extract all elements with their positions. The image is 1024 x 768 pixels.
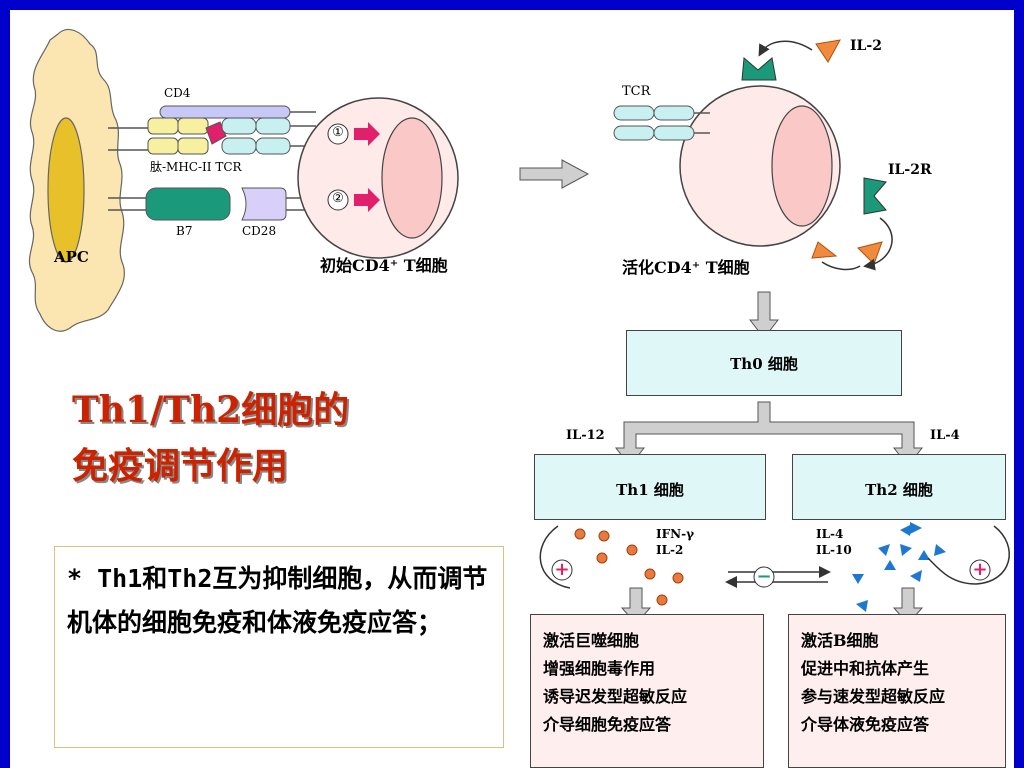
- th0-label: Th0 细胞: [730, 355, 798, 373]
- th1-box: Th1 细胞: [534, 454, 766, 520]
- th2-cytokine-il4: IL-4: [816, 527, 844, 541]
- cd4-label: CD4: [164, 86, 191, 100]
- th1-effect-item: 介导细胞免疫应答: [543, 715, 672, 734]
- apc-nucleus: [47, 117, 85, 263]
- signal2-arrow: [354, 188, 380, 212]
- th2-effect-item: 介导体液免疫应答: [801, 715, 930, 734]
- cd4-molecule: [159, 105, 291, 119]
- b7-label: B7: [176, 224, 193, 238]
- th2-box: Th2 细胞: [792, 454, 1006, 520]
- b7-molecule: [145, 187, 231, 221]
- signal1-arrow: [354, 122, 380, 146]
- note-box: * Th1和Th2互为抑制细胞，从而调节机体的细胞免疫和体液免疫应答；: [54, 546, 504, 748]
- th1-effect-item: 激活巨噬细胞: [543, 631, 640, 650]
- th2-label: Th2 细胞: [865, 481, 933, 499]
- branch-arrows: [614, 401, 924, 467]
- th1-label: Th1 细胞: [616, 481, 684, 499]
- th0-box: Th0 细胞: [626, 330, 902, 396]
- mutual-inhibition: [753, 566, 775, 588]
- signal2-label: ②: [332, 191, 344, 206]
- slide-title-line2: 免疫调节作用: [72, 445, 289, 487]
- down-arrow-th0: [748, 291, 780, 339]
- th2-effects-box: 激活B细胞 促进中和抗体产生 参与速发型超敏反应 介导体液免疫应答: [788, 614, 1006, 768]
- th1-positive-feedback: [551, 559, 573, 581]
- il2-label: IL-2: [850, 38, 882, 54]
- th2-effect-item: 参与速发型超敏反应: [801, 687, 946, 706]
- naive-t-nucleus: [381, 117, 443, 239]
- activated-t-nucleus: [771, 105, 833, 227]
- il2-triangle: [815, 39, 841, 63]
- th2-effect-item: 激活B细胞: [801, 631, 879, 650]
- th1-plus: +: [554, 559, 570, 580]
- il2-receptor-right: [863, 177, 887, 215]
- activated-t-label: 活化CD4⁺ T细胞: [622, 258, 750, 277]
- th2-effect-item: 促进中和抗体产生: [801, 659, 930, 678]
- naive-t-label: 初始CD4⁺ T细胞: [320, 256, 448, 275]
- il2r-label: IL-2R: [888, 162, 932, 178]
- th2-plus: +: [972, 559, 988, 580]
- tcr-activated: [613, 105, 655, 121]
- tcr-label: TCR: [622, 84, 651, 99]
- il2-receptor-top: [741, 56, 777, 81]
- th2-cytokine-il10: IL-10: [816, 543, 852, 557]
- slide-title-line1: Th1/Th2细胞的: [72, 389, 350, 431]
- th1-effect-item: 诱导迟发型超敏反应: [543, 687, 688, 706]
- th1-cytokine-il2: IL-2: [656, 543, 684, 557]
- il12-label: IL-12: [566, 428, 605, 443]
- th2-positive-feedback: [969, 559, 991, 581]
- activation-arrow: [519, 159, 590, 189]
- mhc-block: [147, 117, 179, 135]
- slide-title: Th1/Th2细胞的 免疫调节作用: [72, 382, 349, 494]
- slide: APC CD4 肽-MHC-II TCR B7 CD28 ① ② 初始CD4⁺ …: [10, 10, 1014, 768]
- il4-top-label: IL-4: [930, 428, 960, 443]
- cd28-label: CD28: [242, 224, 277, 238]
- th1-effect-item: 增强细胞毒作用: [543, 659, 656, 678]
- signal1-label: ①: [332, 125, 344, 140]
- pmhc-label: 肽-MHC-II TCR: [150, 160, 242, 174]
- th1-cytokine-ifng: IFN-γ: [656, 527, 695, 541]
- th1-effects-box: 激活巨噬细胞 增强细胞毒作用 诱导迟发型超敏反应 介导细胞免疫应答: [530, 614, 764, 768]
- inhibition-minus: −: [756, 566, 772, 587]
- tcr-block: [221, 117, 257, 135]
- diagram-canvas: [28, 29, 1010, 625]
- apc-label: APC: [54, 248, 89, 266]
- cd28-molecule: [241, 187, 287, 221]
- note-text: * Th1和Th2互为抑制细胞，从而调节机体的细胞免疫和体液免疫应答；: [67, 564, 488, 637]
- peptide: [205, 121, 227, 145]
